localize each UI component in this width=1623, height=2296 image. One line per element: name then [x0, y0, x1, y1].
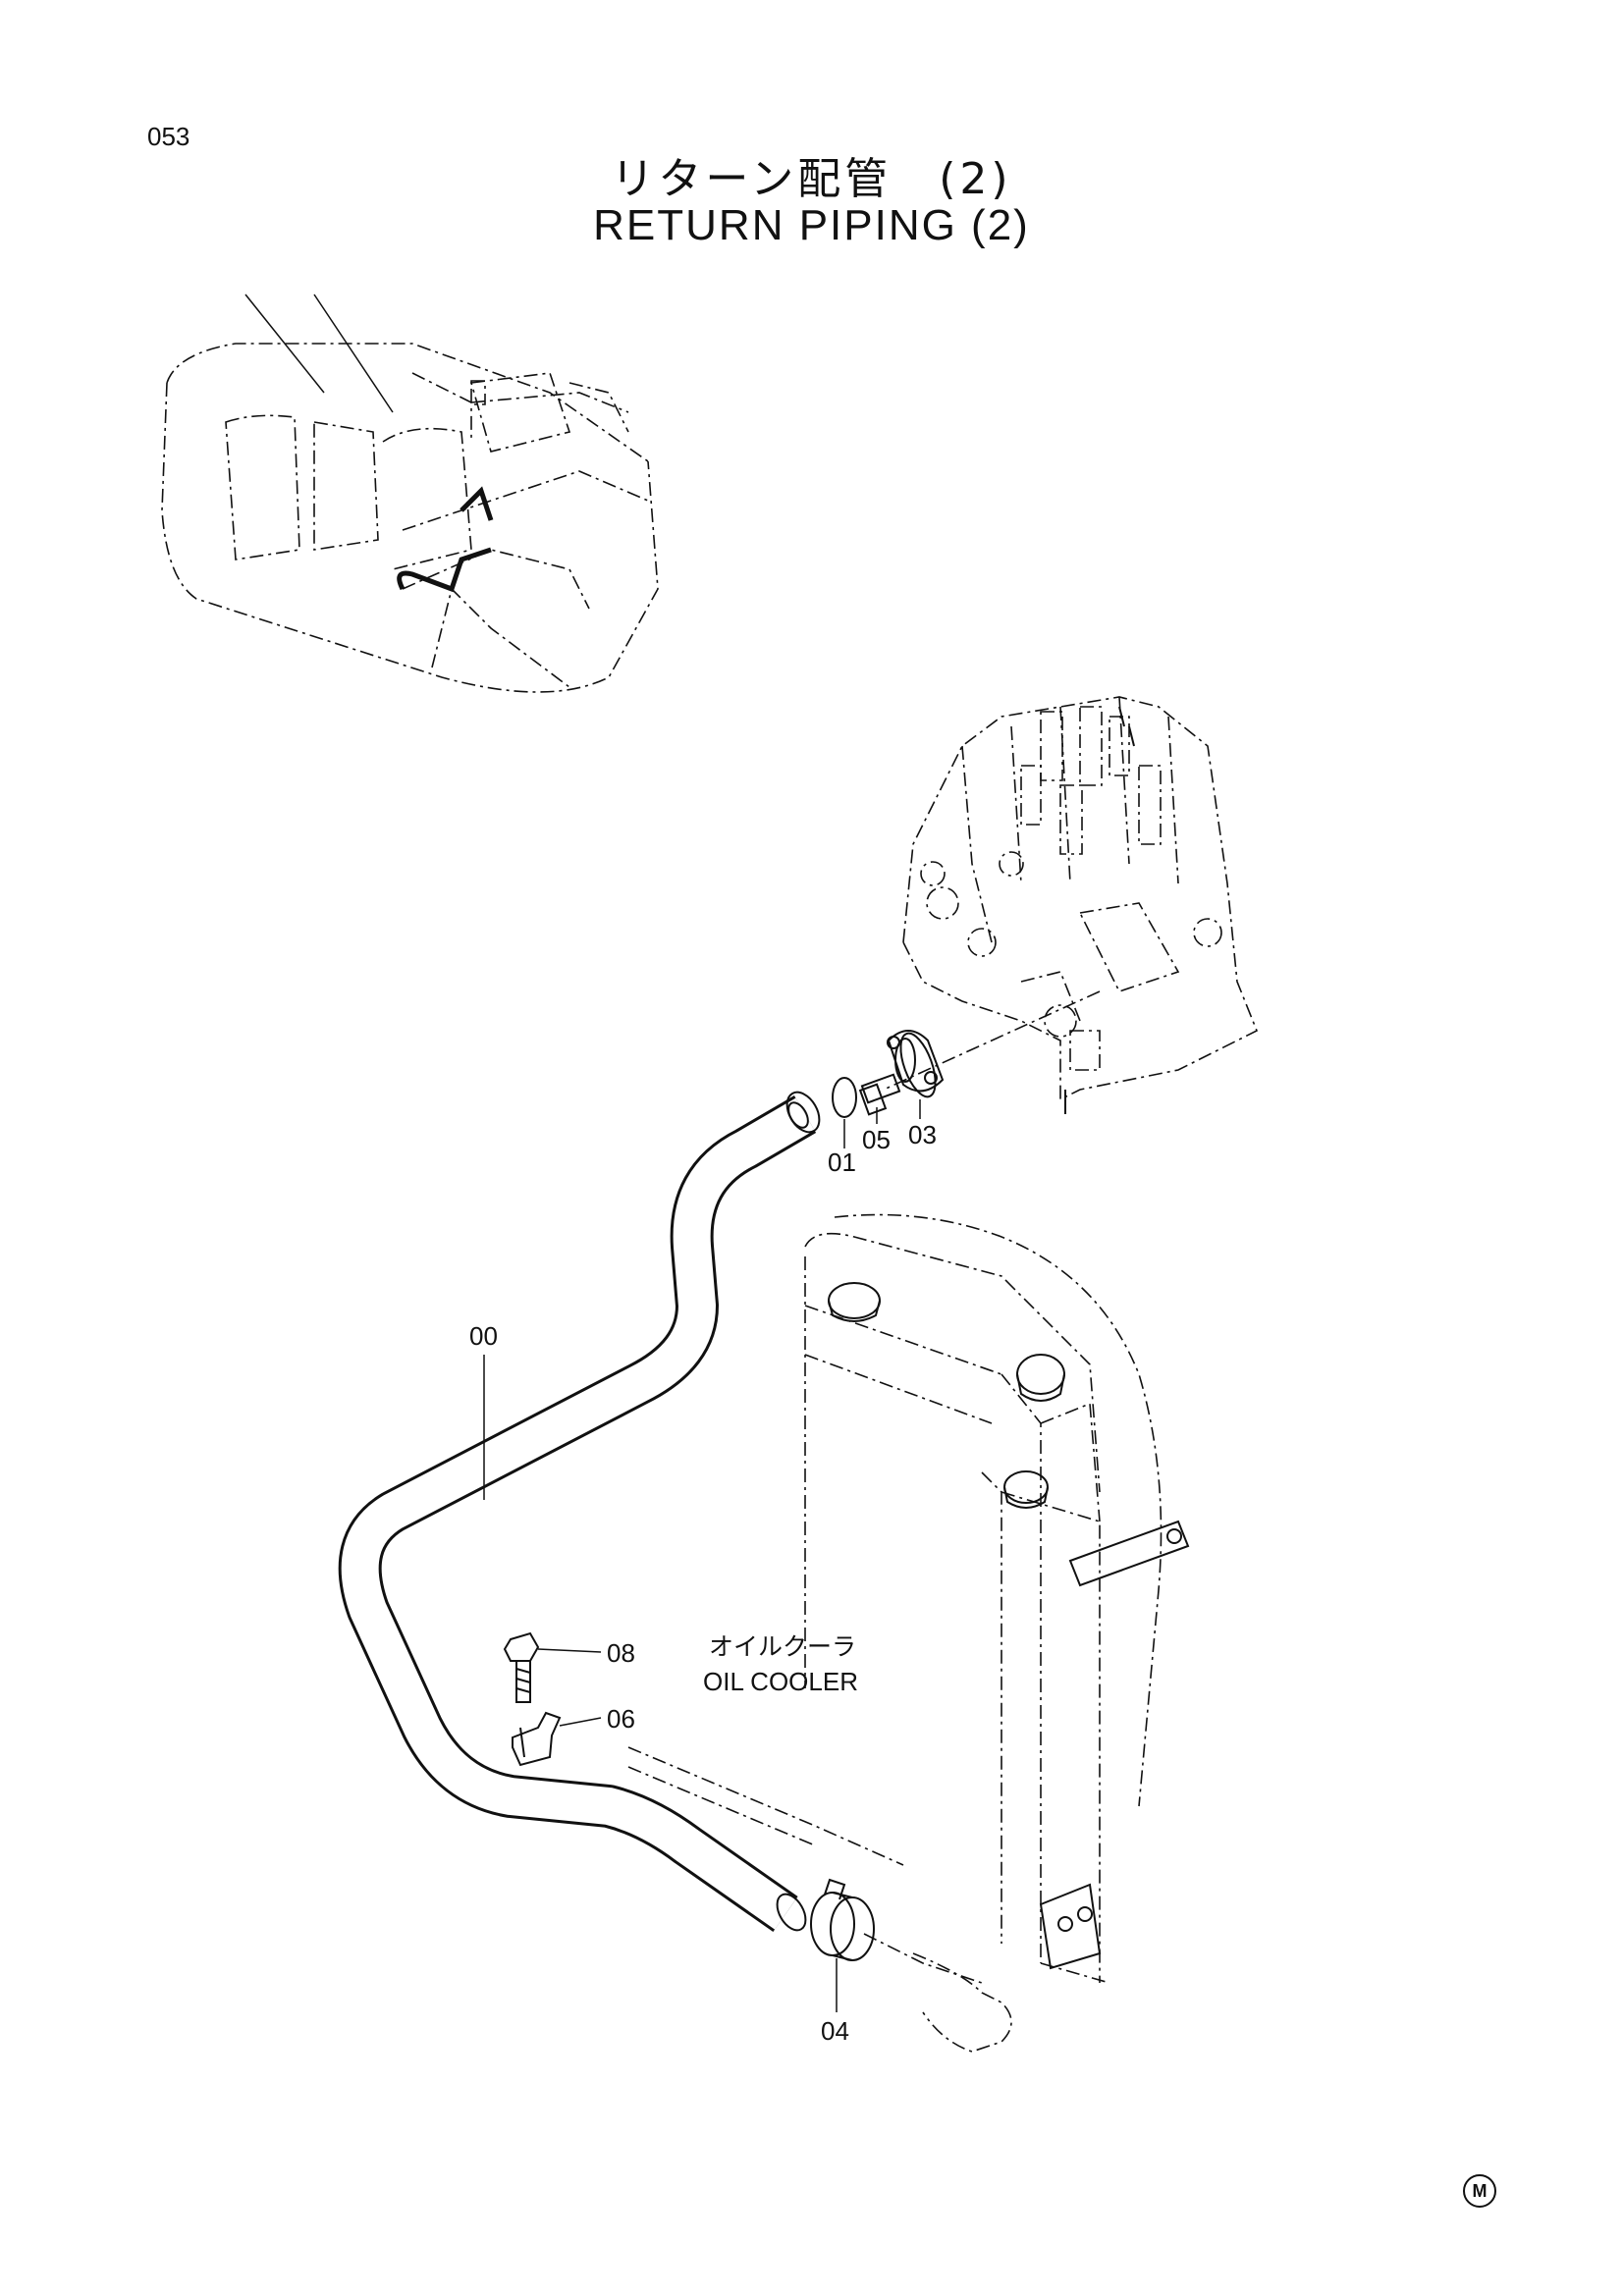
part-label-00: 00	[469, 1321, 498, 1351]
bolt-icon	[503, 1631, 540, 1703]
title-english: RETURN PIPING (2)	[593, 201, 1030, 249]
bolt-icon	[858, 1073, 901, 1116]
manufacturer-mark: M	[1463, 2174, 1496, 2208]
hose-clamp-icon	[810, 1878, 983, 1984]
part-label-04: 04	[821, 2016, 849, 2046]
oil-cooler-icon	[627, 1213, 1190, 2053]
bracket-icon	[512, 1711, 562, 1767]
control-valve-icon	[902, 696, 1259, 1114]
title-japanese: リターン配管 (2)	[611, 154, 1012, 204]
part-label-03: 03	[908, 1120, 937, 1149]
excavator-overview-icon	[161, 294, 659, 693]
return-pipe-icon	[338, 1091, 821, 1933]
part-label-05: 05	[862, 1125, 891, 1154]
page-number: 053	[147, 122, 190, 151]
part-label-06: 06	[607, 1704, 635, 1734]
flange-icon	[887, 1030, 945, 1098]
part-label-08: 08	[607, 1638, 635, 1668]
oil-cooler-label-en: OIL COOLER	[703, 1667, 858, 1696]
oil-cooler-label-jp: オイルクーラ	[709, 1632, 856, 1661]
part-label-01: 01	[828, 1148, 856, 1177]
o-ring-icon	[832, 1077, 857, 1118]
